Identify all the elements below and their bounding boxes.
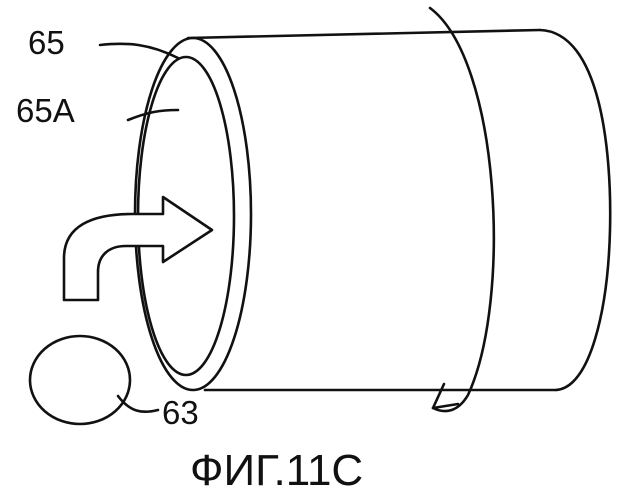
label-65A: 65A xyxy=(16,92,75,129)
label-63: 63 xyxy=(162,394,199,431)
roller-63 xyxy=(30,336,130,424)
label-65: 65 xyxy=(28,24,65,61)
rotation-arc xyxy=(430,8,494,411)
cylinder-top-edge xyxy=(188,30,540,38)
rotation-arrowhead xyxy=(433,384,458,408)
cylinder-back-end xyxy=(540,30,610,390)
leader-65A xyxy=(128,110,178,120)
figure-caption: ФИГ.11С xyxy=(190,446,363,495)
